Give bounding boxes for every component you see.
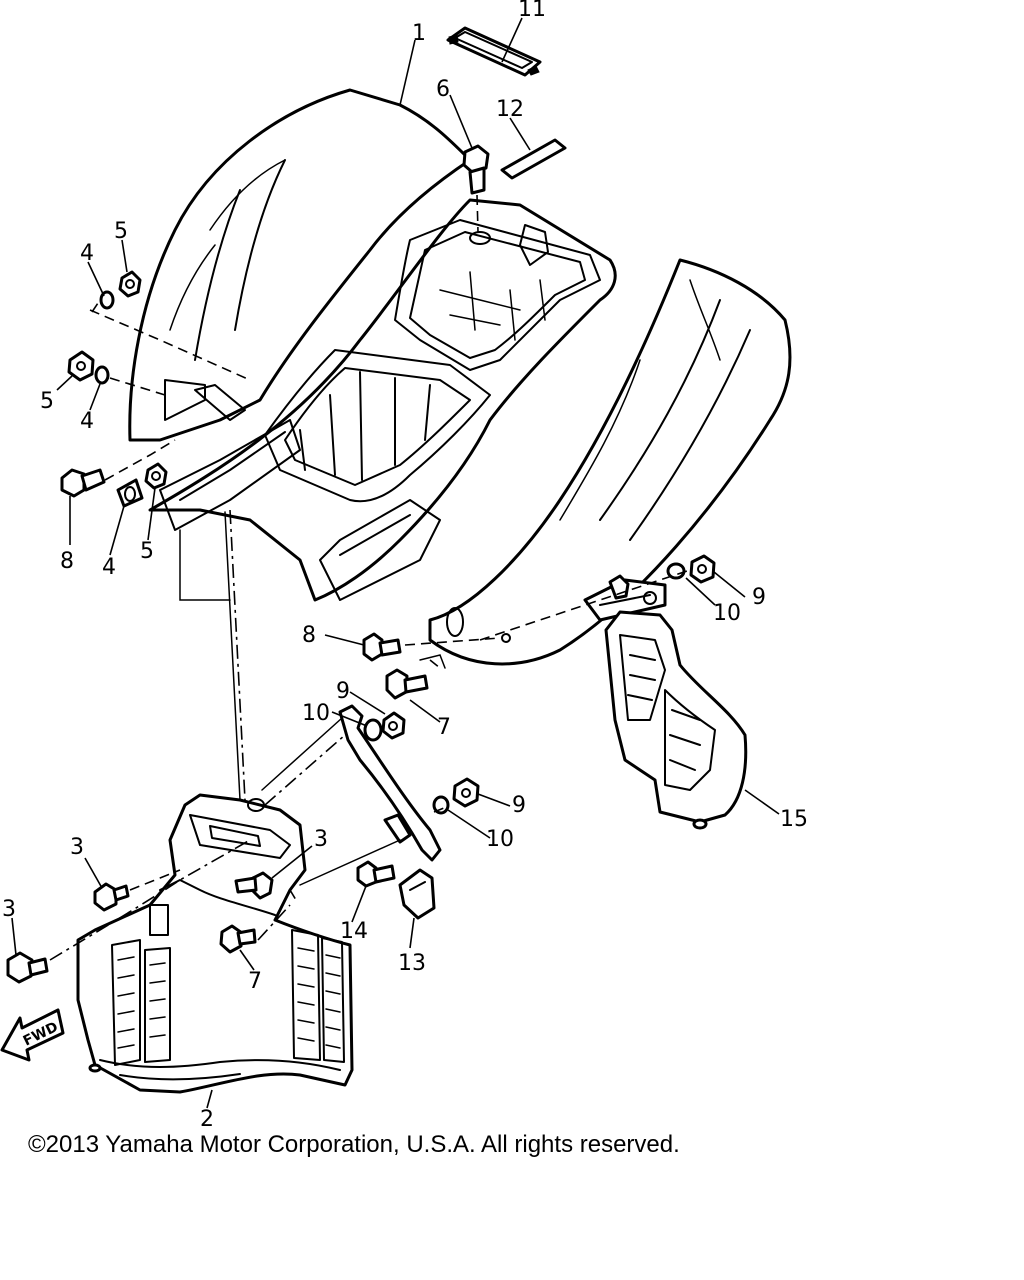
callout-14: 14 <box>340 919 368 944</box>
callout-labels: 1 11 6 12 5 4 5 4 8 4 5 8 9 10 7 9 10 9 … <box>2 0 808 1132</box>
leader-lines <box>11 17 780 1109</box>
fwd-arrow: FWD <box>0 1008 65 1062</box>
callout-4-left: 4 <box>80 409 94 434</box>
callout-10-right: 10 <box>713 601 741 626</box>
hardware-mid-group <box>338 704 480 920</box>
callout-9-lower: 9 <box>512 793 526 818</box>
mud-guard-part-2 <box>6 793 354 1094</box>
hardware-left-group <box>60 270 251 508</box>
callout-3-far-left: 3 <box>2 897 16 922</box>
callout-7-mid: 7 <box>437 715 451 740</box>
strap-part-11 <box>446 26 542 77</box>
callout-13: 13 <box>398 951 426 976</box>
bolt-part-6 <box>462 144 491 245</box>
rear-fender-part-1 <box>128 88 792 666</box>
callout-2: 2 <box>200 1107 214 1132</box>
callout-15: 15 <box>780 807 808 832</box>
callout-4-lower: 4 <box>102 555 116 580</box>
callout-7-lower: 7 <box>248 969 262 994</box>
callout-3-left: 3 <box>70 835 84 860</box>
copyright-notice: ©2013 Yamaha Motor Corporation, U.S.A. A… <box>28 1131 680 1158</box>
assembly-lines <box>179 509 401 886</box>
callout-11: 11 <box>518 0 546 22</box>
callout-5-top: 5 <box>114 219 128 244</box>
callout-10-lower: 10 <box>486 827 514 852</box>
callout-5-lower: 5 <box>140 539 154 564</box>
callout-6: 6 <box>436 77 450 102</box>
callout-9-mid: 9 <box>336 679 350 704</box>
callout-10-mid: 10 <box>302 701 330 726</box>
callout-5-left: 5 <box>40 389 54 414</box>
callout-12: 12 <box>496 97 524 122</box>
callout-8-right: 8 <box>302 623 316 648</box>
callout-9-right: 9 <box>752 585 766 610</box>
callout-3-mid: 3 <box>314 827 328 852</box>
label-part-12 <box>500 138 567 180</box>
callout-4-top: 4 <box>80 241 94 266</box>
callout-1: 1 <box>412 21 426 46</box>
callout-8-left: 8 <box>60 549 74 574</box>
side-protector-part-15 <box>362 554 748 830</box>
